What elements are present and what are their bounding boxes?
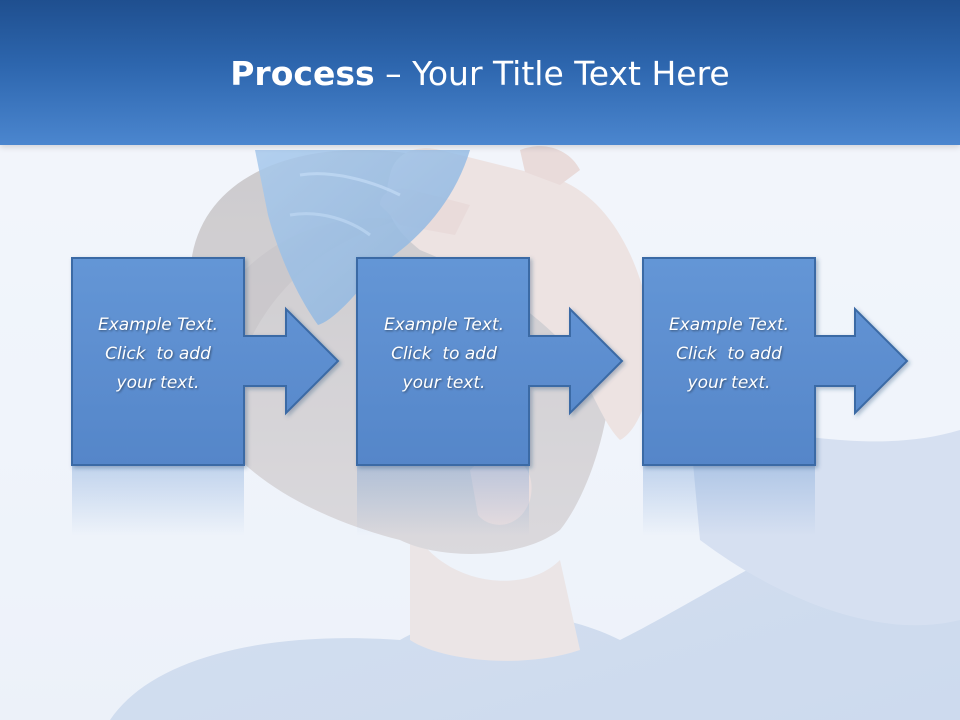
step-3-text[interactable]: Example Text. Click to add your text. bbox=[643, 311, 815, 398]
step-2-line-2: Click to add bbox=[391, 344, 497, 364]
step-2-line-3: your text. bbox=[402, 373, 486, 393]
step-3-arrow-box[interactable] bbox=[642, 257, 909, 466]
step-2-reflection bbox=[357, 466, 529, 536]
title-rest: – Your Title Text Here bbox=[374, 54, 730, 93]
title-bar bbox=[0, 0, 960, 145]
slide-title[interactable]: Process – Your Title Text Here bbox=[0, 52, 960, 96]
step-3-reflection bbox=[643, 466, 815, 536]
step-1-line-1: Example Text. bbox=[97, 315, 219, 335]
step-3-line-2: Click to add bbox=[676, 344, 782, 364]
step-2-text[interactable]: Example Text. Click to add your text. bbox=[358, 311, 530, 398]
title-bold: Process bbox=[230, 54, 375, 93]
step-1-line-3: your text. bbox=[116, 373, 200, 393]
step-1-arrow-box[interactable] bbox=[71, 257, 340, 466]
process-step-2[interactable] bbox=[356, 257, 624, 536]
process-step-1[interactable] bbox=[71, 257, 340, 536]
step-3-line-1: Example Text. bbox=[668, 315, 790, 335]
process-step-3[interactable] bbox=[642, 257, 909, 536]
step-1-text[interactable]: Example Text. Click to add your text. bbox=[72, 311, 244, 398]
step-2-arrow-box[interactable] bbox=[356, 257, 624, 466]
step-3-line-3: your text. bbox=[687, 373, 771, 393]
step-1-reflection bbox=[72, 466, 244, 536]
step-1-line-2: Click to add bbox=[105, 344, 211, 364]
step-2-line-1: Example Text. bbox=[383, 315, 505, 335]
